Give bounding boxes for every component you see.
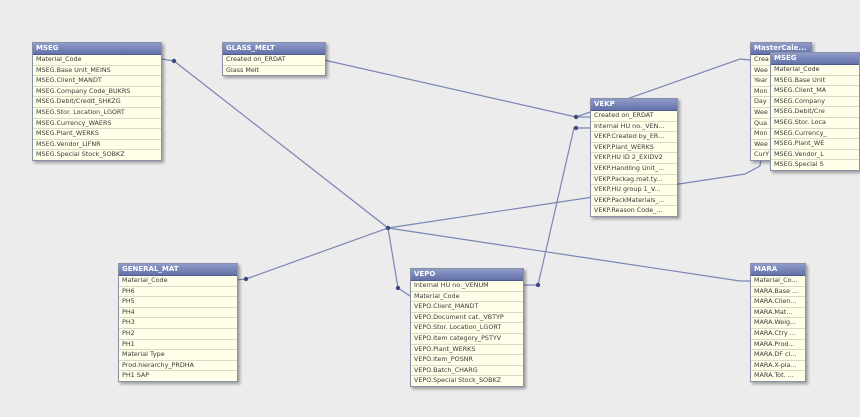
table-title[interactable]: GENERAL_MAT (119, 264, 237, 276)
field[interactable]: MARA.DF cl... (751, 350, 805, 361)
field[interactable]: PH5 (119, 297, 237, 308)
table-glass-melt[interactable]: GLASS_MELT Created on_ERDAT Glass Melt (222, 42, 326, 77)
field[interactable]: Created on_ERDAT (223, 55, 325, 66)
connector-dot (573, 125, 579, 131)
field[interactable]: Prod.hierarchy_PRDHA (119, 361, 237, 372)
field[interactable]: MSEG.Special Stock_SOBKZ (36, 150, 125, 159)
field[interactable]: PH2 (119, 329, 237, 340)
connector-dot (171, 58, 177, 64)
field[interactable]: MSEG.Company Code_BUKRS (33, 87, 161, 98)
field[interactable]: VEKP.HU group 1_V... (591, 185, 677, 196)
field[interactable]: VEPO.Item_POSNR (411, 355, 523, 366)
field[interactable]: MSEG.Base Unit (771, 76, 859, 87)
link-hu-number (522, 127, 590, 286)
link-mseg2-material (387, 69, 773, 229)
field[interactable]: MSEG.Vendor_LIFNR (33, 140, 161, 151)
field[interactable]: Created on_ERDAT (591, 111, 677, 122)
table-title[interactable]: MSEG (771, 53, 859, 65)
field[interactable]: MSEG.Base Unit_MEINS (33, 66, 161, 77)
table-mseg[interactable]: MSEG Material_Code MSEG.Base Unit_MEINS … (32, 42, 162, 161)
field[interactable]: Material_Code (411, 292, 523, 303)
link-mara-material (387, 227, 750, 282)
link-general-mat-material (235, 227, 389, 281)
field[interactable]: MARA.Prod... (751, 340, 805, 351)
field[interactable]: Material Type (119, 350, 237, 361)
field[interactable]: MARA.Ctry ... (751, 329, 805, 340)
field[interactable]: PH6 (119, 287, 237, 298)
table-title[interactable]: MSEG (33, 43, 161, 55)
link-vepo-material (387, 227, 411, 297)
field[interactable]: MSEG.Plant_WERKS (33, 129, 161, 140)
field[interactable]: Internal HU no._VENUM (411, 281, 523, 292)
field[interactable]: PH4 (119, 308, 237, 319)
connector-dot (535, 282, 541, 288)
field[interactable]: VEPO.Plant_WERKS (411, 345, 523, 356)
field[interactable]: Material_Code (771, 65, 859, 76)
field[interactable]: Material_Code (33, 55, 161, 66)
table-general-mat[interactable]: GENERAL_MAT Material_Code PH6 PH5 PH4 PH… (118, 263, 238, 382)
link-mseg-material (161, 58, 389, 229)
field[interactable]: VEKP.HU ID 2_EXIDV2 (591, 153, 677, 164)
field[interactable]: MSEG.Client_MA (771, 86, 859, 97)
field[interactable]: VEKP.PackMaterials_... (591, 196, 677, 207)
field[interactable]: MARA.Tot. ... (754, 371, 794, 380)
field[interactable]: MARA.Base ... (751, 287, 805, 298)
connector-dot (395, 285, 401, 291)
field[interactable]: MSEG.Vendor_L (771, 150, 859, 161)
field[interactable]: MSEG.Plant_WE (771, 139, 859, 150)
field[interactable]: Glass Melt (226, 65, 260, 74)
field[interactable]: VEPO.Batch_CHARG (411, 366, 523, 377)
field[interactable]: VEPO.Client_MANDT (411, 302, 523, 313)
field[interactable]: MARA.X-pla... (751, 361, 805, 372)
field[interactable]: VEKP.Handling Unit_... (591, 164, 677, 175)
field[interactable]: VEKP.Created by_ER... (591, 132, 677, 143)
link-mastercal-created (575, 58, 751, 118)
field[interactable]: PH1 SAP (122, 371, 150, 380)
table-mara[interactable]: MARA Material_Co... MARA.Base ... MARA.C… (750, 263, 806, 382)
table-title[interactable]: VEPO (411, 269, 523, 281)
field[interactable]: MSEG.Debit/Credit_SHKZG (33, 97, 161, 108)
table-mseg-right[interactable]: MSEG Material_Code MSEG.Base Unit MSEG.C… (770, 52, 860, 171)
field[interactable]: MSEG.Client_MANDT (33, 76, 161, 87)
table-vekp[interactable]: VEKP Created on_ERDAT Internal HU no._VE… (590, 98, 678, 217)
table-title[interactable]: MARA (751, 264, 805, 276)
field[interactable]: MSEG.Debit/Cre (771, 107, 859, 118)
field[interactable]: MSEG.Stor. Location_LGORT (33, 108, 161, 119)
field[interactable]: MSEG.Company (771, 97, 859, 108)
field[interactable]: VEPO.Special Stock_SOBKZ (414, 376, 502, 385)
connector-dot (573, 114, 579, 120)
field[interactable]: MSEG.Currency_ (771, 129, 859, 140)
table-title[interactable]: GLASS_MELT (223, 43, 325, 55)
table-title[interactable]: VEKP (591, 99, 677, 111)
link-glass-created (323, 59, 590, 118)
connector-dot (385, 225, 391, 231)
field[interactable]: MARA.Weig... (751, 318, 805, 329)
field[interactable]: Material_Co... (751, 276, 805, 287)
field[interactable]: PH3 (119, 318, 237, 329)
table-vepo[interactable]: VEPO Internal HU no._VENUM Material_Code… (410, 268, 524, 387)
field[interactable]: MARA.Mat... (751, 308, 805, 319)
field[interactable]: Material_Code (119, 276, 237, 287)
field[interactable]: MSEG.Special S (774, 160, 824, 169)
field[interactable]: VEKP.Plant_WERKS (591, 143, 677, 154)
field[interactable]: MSEG.Currency_WAERS (33, 119, 161, 130)
field[interactable]: VEKP.Reason Code_... (594, 206, 663, 215)
field[interactable]: VEPO.Item category_PSTYV (411, 334, 523, 345)
field[interactable]: VEKP.Packag.mat.ty... (591, 175, 677, 186)
field[interactable]: VEPO.Stor. Location_LGORT (411, 323, 523, 334)
connector-dot (243, 276, 249, 282)
field[interactable]: CurY (754, 150, 770, 159)
field[interactable]: MSEG.Stor. Loca (771, 118, 859, 129)
field[interactable]: PH1 (119, 340, 237, 351)
field[interactable]: VEPO.Document cat._VBTYP (411, 313, 523, 324)
field[interactable]: Internal HU no._VEN... (591, 122, 677, 133)
field[interactable]: MARA.Clien... (751, 297, 805, 308)
